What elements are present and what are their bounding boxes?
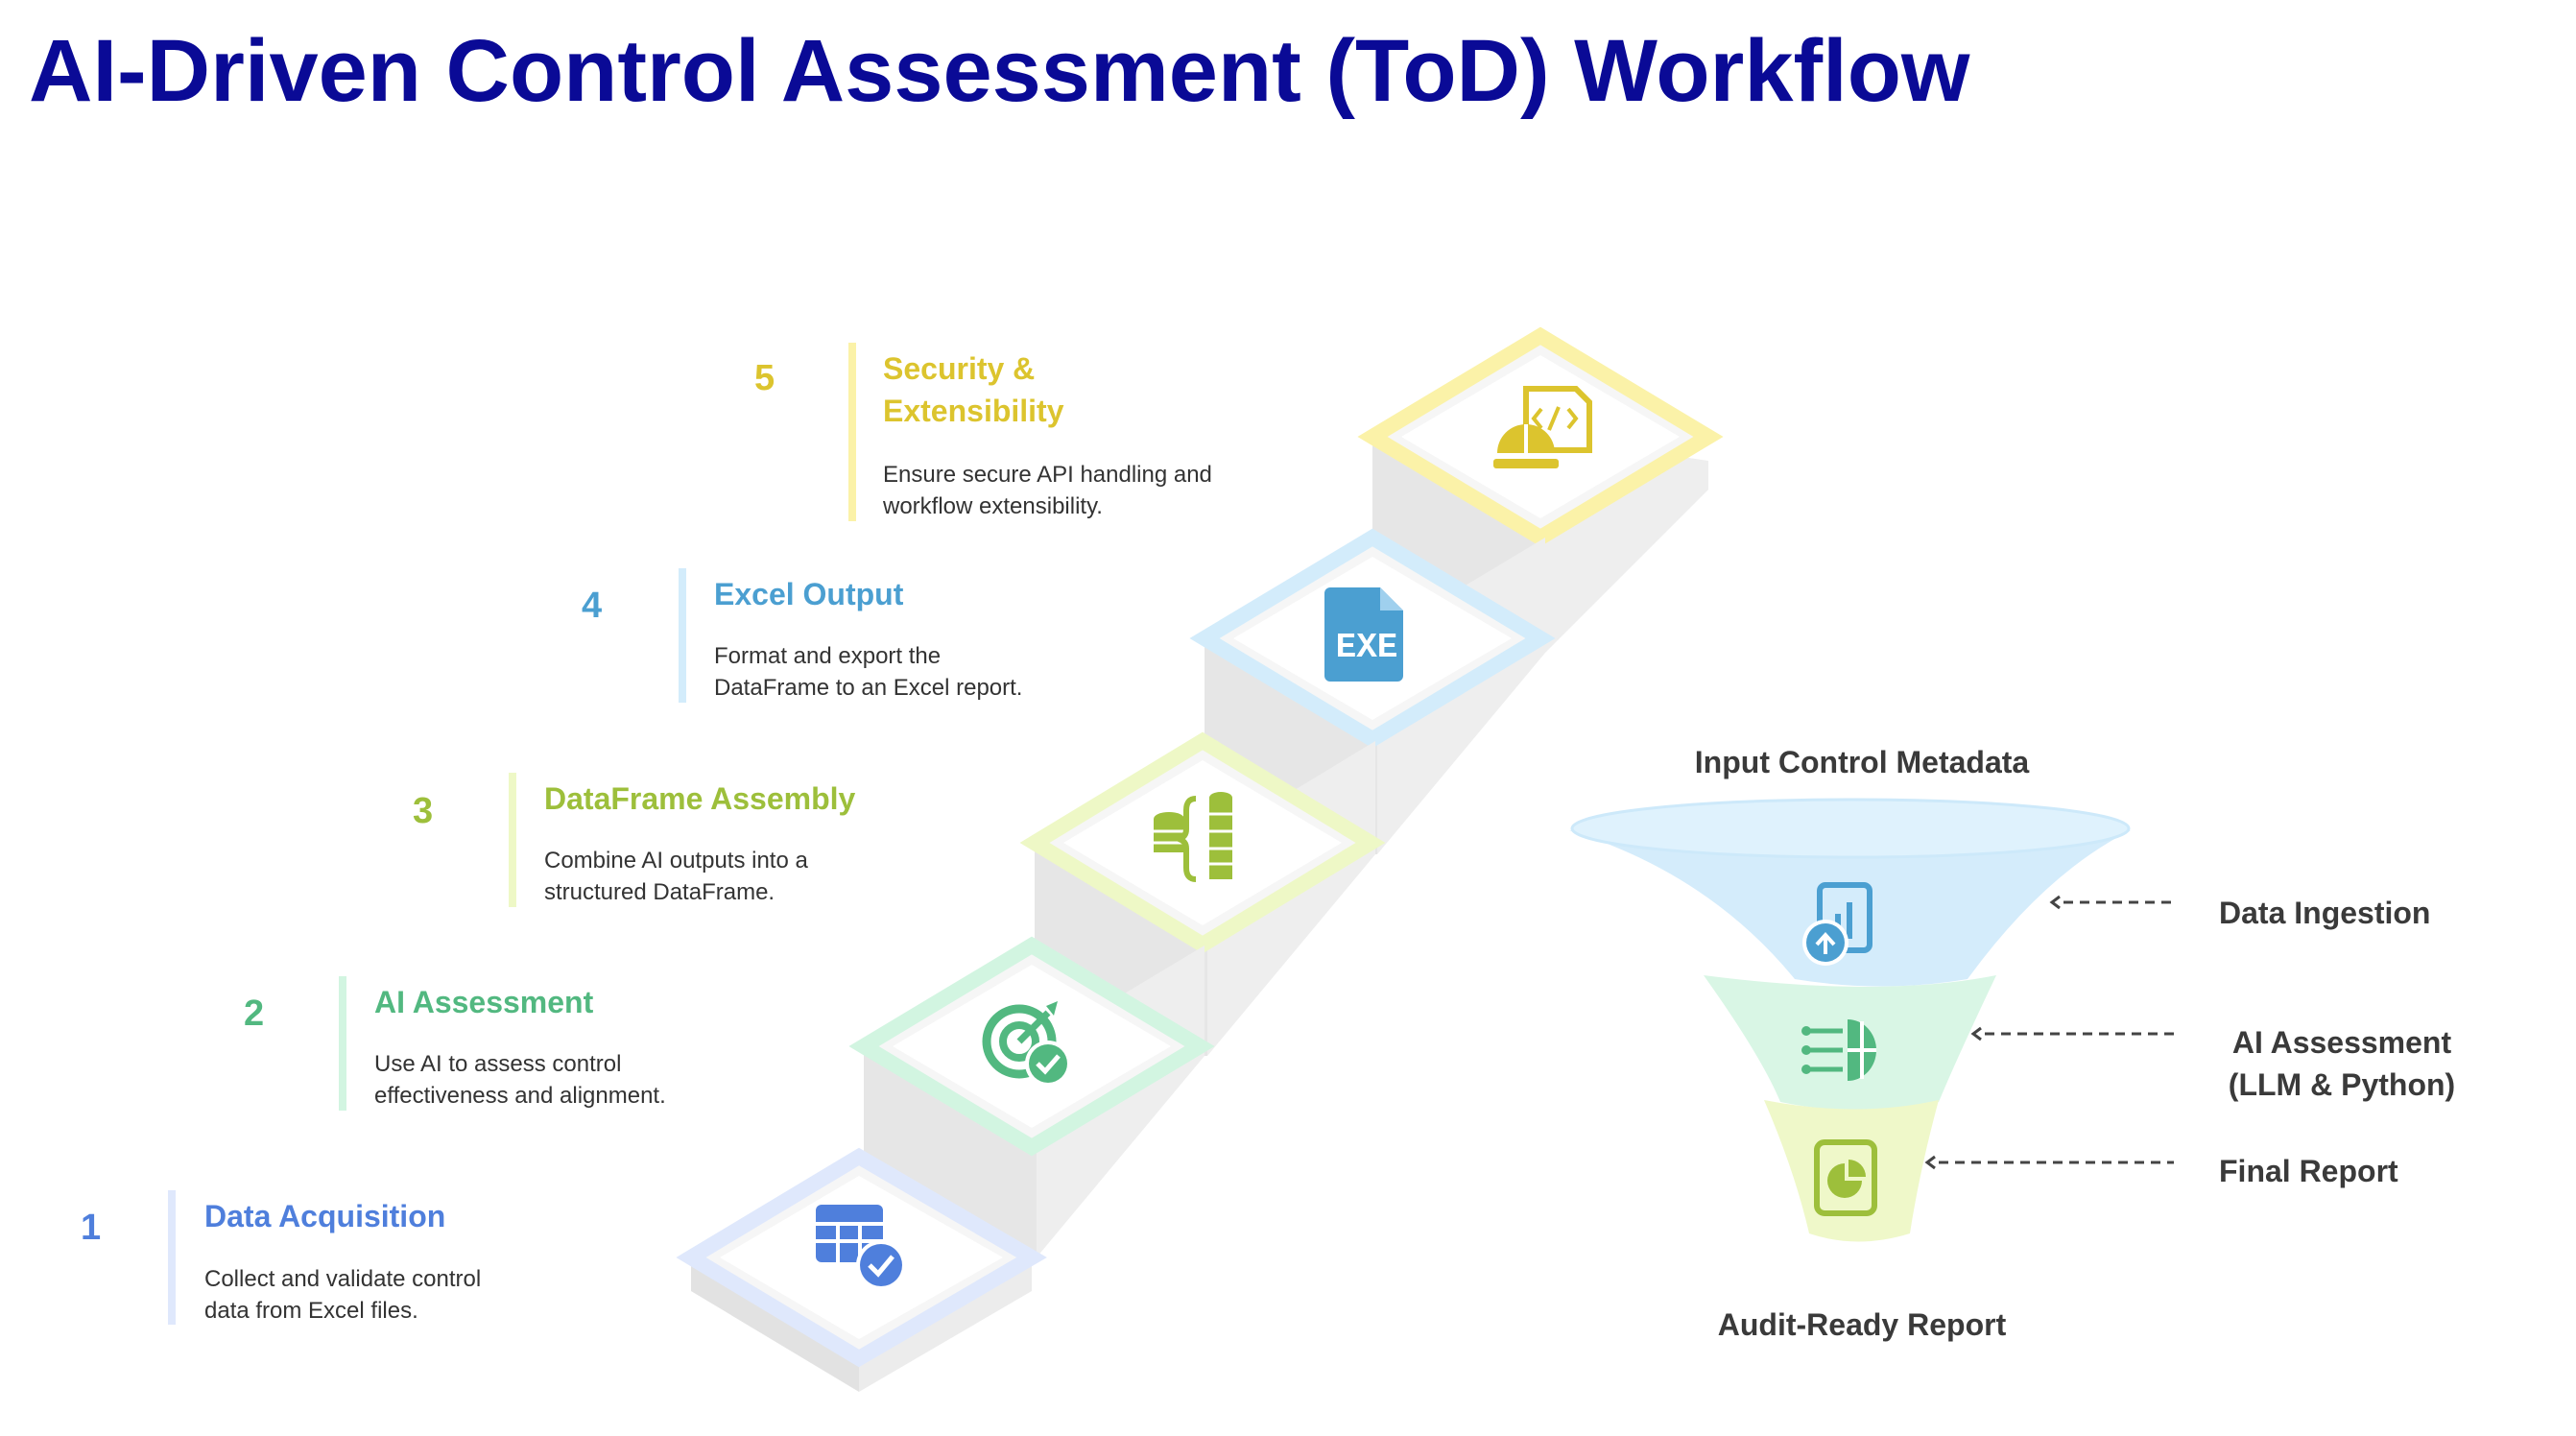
step-1-divider bbox=[168, 1190, 176, 1325]
step-2-desc-line1: Use AI to assess control bbox=[374, 1051, 622, 1077]
funnel-top-label: Input Control Metadata bbox=[1694, 745, 2030, 779]
pie-document-icon bbox=[1814, 1139, 1877, 1216]
report-upload-icon bbox=[1802, 882, 1872, 966]
step-1-title: Data Acquisition bbox=[204, 1199, 446, 1233]
target-check-icon bbox=[982, 1001, 1071, 1087]
step-3-desc-line1: Combine AI outputs into a bbox=[544, 848, 808, 874]
step-1-number: 1 bbox=[81, 1208, 102, 1248]
step-4-desc-line1: Format and export the bbox=[714, 643, 942, 669]
step-3-block bbox=[1019, 731, 1386, 1056]
step-3-title: DataFrame Assembly bbox=[544, 781, 856, 816]
step-5-title-line1: Security & bbox=[883, 351, 1036, 386]
exe-file-icon bbox=[1324, 587, 1403, 682]
step-2-divider bbox=[339, 976, 346, 1111]
step-4-desc-line2: DataFrame to an Excel report. bbox=[714, 675, 1023, 701]
data-merge-icon bbox=[1154, 792, 1232, 882]
step-1-desc-line2: data from Excel files. bbox=[204, 1298, 418, 1324]
funnel-stage-final-report: Final Report bbox=[2219, 1154, 2398, 1188]
ai-brain-icon bbox=[1801, 1019, 1876, 1081]
step-3-divider bbox=[509, 773, 516, 907]
step-3-number: 3 bbox=[413, 791, 434, 831]
step-5-desc-line2: workflow extensibility. bbox=[883, 493, 1103, 519]
step-4-number: 4 bbox=[582, 586, 603, 626]
page-title: AI-Driven Control Assessment (ToD) Workf… bbox=[29, 22, 1970, 120]
step-2-desc-line2: effectiveness and alignment. bbox=[374, 1083, 666, 1109]
funnel-bottom-label: Audit-Ready Report bbox=[1717, 1307, 2007, 1342]
step-2-title: AI Assessment bbox=[374, 985, 594, 1019]
arrow-ai-assessment bbox=[1970, 1026, 2174, 1041]
arrow-final-report bbox=[1924, 1155, 2174, 1170]
step-4-divider bbox=[679, 568, 686, 703]
arrow-data-ingestion bbox=[2049, 895, 2174, 910]
step-5-divider bbox=[848, 343, 856, 521]
step-2-number: 2 bbox=[244, 993, 265, 1034]
exe-file-label: EXE bbox=[1335, 628, 1398, 667]
funnel-stage-ai-assessment-line1: AI Assessment bbox=[2231, 1025, 2452, 1060]
funnel-stage-data-ingestion: Data Ingestion bbox=[2219, 896, 2431, 930]
funnel-diagram bbox=[1569, 798, 2174, 1242]
funnel-stage-ai-assessment-line2: (LLM & Python) bbox=[2228, 1067, 2456, 1102]
step-5-title-line2: Extensibility bbox=[883, 394, 1064, 428]
step-1-desc-line1: Collect and validate control bbox=[204, 1266, 482, 1292]
spreadsheet-check-icon bbox=[816, 1205, 906, 1290]
step-5-number: 5 bbox=[754, 358, 775, 398]
step-5-desc-line1: Ensure secure API handling and bbox=[883, 462, 1212, 488]
step-4-title: Excel Output bbox=[714, 577, 904, 611]
step-3-desc-line2: structured DataFrame. bbox=[544, 879, 775, 905]
code-file-worker-icon bbox=[1493, 386, 1592, 468]
